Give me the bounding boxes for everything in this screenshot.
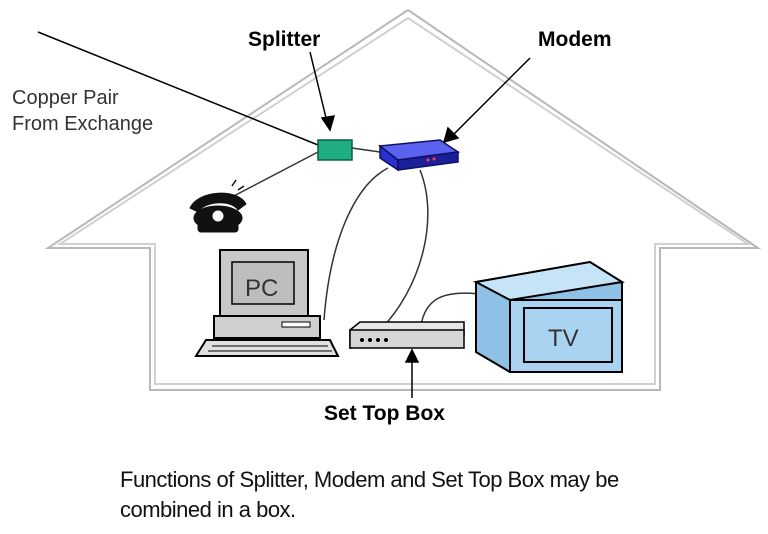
- modem-device: [378, 139, 461, 172]
- modem-to-pc-wire: [323, 167, 389, 321]
- tv-set: [472, 260, 625, 374]
- caption-line-2: combined in a box.: [120, 497, 296, 522]
- copper-pair-label-line2: From Exchange: [12, 113, 153, 135]
- house-outline: [44, 9, 762, 391]
- set-top-box-device: [349, 321, 465, 349]
- modem-to-stb-wire: [379, 169, 429, 331]
- splitter-box: [317, 139, 353, 161]
- arrows: [309, 51, 531, 398]
- wires: [229, 147, 489, 335]
- copper-pair-label-line1: Copper Pair: [12, 87, 119, 109]
- telephone-icon: [189, 179, 247, 233]
- tv-screen-label: TV: [548, 325, 579, 352]
- splitter-to-modem-wire: [351, 147, 381, 153]
- caption-line-1: Functions of Splitter, Modem and Set Top…: [120, 467, 619, 492]
- pc-computer: [194, 249, 340, 357]
- splitter-label: Splitter: [248, 28, 320, 51]
- modem-label: Modem: [538, 28, 612, 51]
- caption: Functions of Splitter, Modem and Set Top…: [120, 465, 760, 525]
- splitter-arrow: [309, 51, 329, 127]
- modem-arrow: [451, 57, 531, 137]
- copper-pair-line: [37, 31, 319, 146]
- set-top-box-label: Set Top Box: [324, 402, 445, 425]
- splitter-to-phone-wire: [229, 151, 319, 199]
- pc-screen-label: PC: [245, 275, 278, 302]
